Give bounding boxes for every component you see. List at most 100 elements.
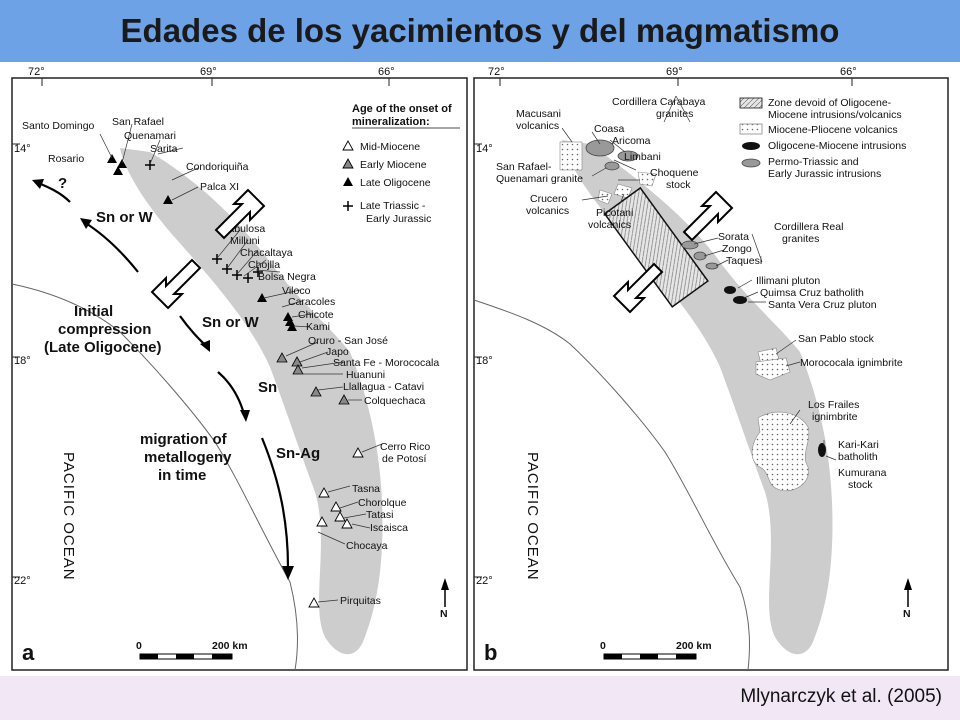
compression-arrow-icon	[682, 190, 734, 242]
panel-b-legend: Zone devoid of Oligocene- Miocene intrus…	[739, 97, 906, 180]
arrow-head-icon	[282, 566, 294, 580]
scale-end: 200 km	[676, 640, 712, 652]
deposit-label: Tasna	[352, 483, 380, 495]
deposit-label: Chorolque	[358, 497, 407, 509]
sn-or-w-label-1: Sn or W	[96, 209, 154, 226]
unit-label: San Pablo stock	[798, 333, 875, 345]
migration-line2: metallogeny	[144, 449, 232, 466]
north-arrow-icon	[441, 578, 449, 590]
panel-b-scale-bar: 0 200 km	[600, 640, 712, 660]
legend-a-label: Late Triassic -	[360, 200, 426, 212]
deposit-label: Caracoles	[288, 296, 335, 308]
legend-a-label: Mid-Miocene	[360, 141, 420, 153]
arrow-head-icon	[32, 179, 44, 189]
arrow-head-icon	[240, 410, 250, 422]
panel-b-lat-22: 22°	[476, 575, 493, 587]
figure-svg: 72° 69° 66° 14° 18° 22° PACIFIC OCEAN	[11, 66, 949, 671]
legend-b-label: Zone devoid of Oligocene-	[768, 97, 892, 109]
initial-compression-line2: compression	[58, 321, 151, 338]
unit-label: Sorata	[718, 231, 749, 243]
initial-compression-line3: (Late Oligocene)	[44, 339, 162, 356]
scale-zero: 0	[136, 640, 142, 652]
black-blob-icon	[742, 142, 760, 150]
panel-a-frame	[11, 77, 468, 671]
unit-label: stock	[848, 479, 873, 491]
migration-line1: migration of	[140, 431, 228, 448]
unit-label: Kari-Kari	[838, 439, 879, 451]
panel-a-scale-bar: 0 200 km	[136, 640, 248, 660]
bottom-band	[0, 676, 960, 720]
panel-b-labels: Cordillera Carabaya granites Macusani vo…	[496, 96, 903, 491]
unit-label: granites	[782, 233, 819, 245]
deposit-label: Milluni	[230, 235, 260, 247]
deposit-label: Palca XI	[200, 181, 239, 193]
panel-a-coastline	[11, 283, 298, 671]
legend-b-label: Oligocene-Miocene intrusions	[768, 140, 906, 152]
unit-label: Limbani	[624, 151, 661, 163]
migration-line3: in time	[158, 467, 206, 484]
panel-a-lon-72: 72°	[28, 66, 45, 78]
unit-label: Illimani pluton	[756, 275, 820, 287]
panel-a-lat-14: 14°	[14, 143, 31, 155]
deposit-label: Colquechaca	[364, 395, 425, 407]
zone-devoid-box	[603, 186, 709, 308]
deposit-label: Tatasi	[366, 509, 393, 521]
unit-label: Macusani	[516, 108, 561, 120]
unit-label: Quimsa Cruz batholith	[760, 287, 864, 299]
unit-label: Taquesi	[726, 255, 762, 267]
legend-a-label: Late Oligocene	[360, 177, 431, 189]
grey-blob-icon	[741, 158, 761, 168]
question-mark: ?	[58, 175, 67, 192]
unit-label: Aricoma	[612, 135, 651, 147]
dotted-box-icon	[739, 123, 763, 135]
deposit-label: Chojlla	[248, 259, 280, 271]
legend-b-label: Miocene intrusions/volcanics	[768, 109, 902, 121]
sn-label: Sn	[258, 379, 277, 396]
legend-b-label: Early Jurassic intrusions	[768, 168, 881, 180]
unit-label: Los Frailes	[808, 399, 859, 411]
sn-ag-label: Sn-Ag	[276, 445, 320, 462]
unit-label: ignimbrite	[812, 411, 858, 423]
panel-a-lon-66: 66°	[378, 66, 395, 78]
arrow-head-icon	[200, 340, 210, 352]
panel-b-frame	[473, 77, 949, 671]
deposit-label: Sarita	[150, 143, 178, 155]
panel-a-ocean-label: PACIFIC OCEAN	[60, 452, 77, 581]
unit-label: Quenamari granite	[496, 173, 583, 185]
unit-label: Zongo	[722, 243, 752, 255]
deposit-label: Iscaisca	[370, 522, 408, 534]
panel-b-north-arrow: N	[903, 578, 912, 620]
scale-zero: 0	[600, 640, 606, 652]
legend-a-title-line1: Age of the onset of	[352, 103, 452, 115]
deposit-label: Chacaltaya	[240, 247, 293, 259]
deposit-label: Condoriquiña	[186, 161, 249, 173]
unit-label: batholith	[838, 451, 878, 463]
unit-label: volcanics	[588, 219, 631, 231]
deposit-label: de Potosí	[382, 453, 426, 465]
panel-b-lon-69: 69°	[666, 66, 683, 78]
unit-label: volcanics	[526, 205, 569, 217]
unit-label: Morococala ignimbrite	[800, 357, 903, 369]
north-arrow-icon	[904, 578, 912, 590]
legend-b-label: Permo-Triassic and	[768, 156, 859, 168]
open-triangle-icon	[342, 140, 354, 151]
initial-compression-line1: Initial	[74, 303, 113, 320]
unit-label: Santa Vera Cruz pluton	[768, 299, 877, 311]
plus-icon	[343, 201, 353, 211]
deposit-label: Huanuni	[346, 369, 385, 381]
page-title: Edades de los yacimientos y del magmatis…	[120, 12, 840, 49]
deposit-label: Cerro Rico	[380, 441, 430, 453]
panel-b-lon-66: 66°	[840, 66, 857, 78]
unit-label: Cordillera Real	[774, 221, 843, 233]
los-frailes-unit	[751, 411, 810, 492]
north-label: N	[440, 608, 448, 620]
deposit-label: Llallagua - Catavi	[343, 381, 424, 393]
title-bar: Edades de los yacimientos y del magmatis…	[0, 0, 960, 62]
deposit-label: Bolsa Negra	[258, 271, 316, 283]
grey-triangle-icon	[342, 158, 354, 169]
deposit-label: Santa Fe - Morococala	[333, 357, 439, 369]
arrow-head-icon	[80, 218, 92, 229]
panel-b: 72° 69° 66° 14° 18° 22° PACIFIC OCEAN	[473, 66, 949, 671]
deposit-label: Pirquitas	[340, 595, 381, 607]
panel-a-annotations: ? Sn or W Initial compression (Late Olig…	[32, 175, 320, 580]
